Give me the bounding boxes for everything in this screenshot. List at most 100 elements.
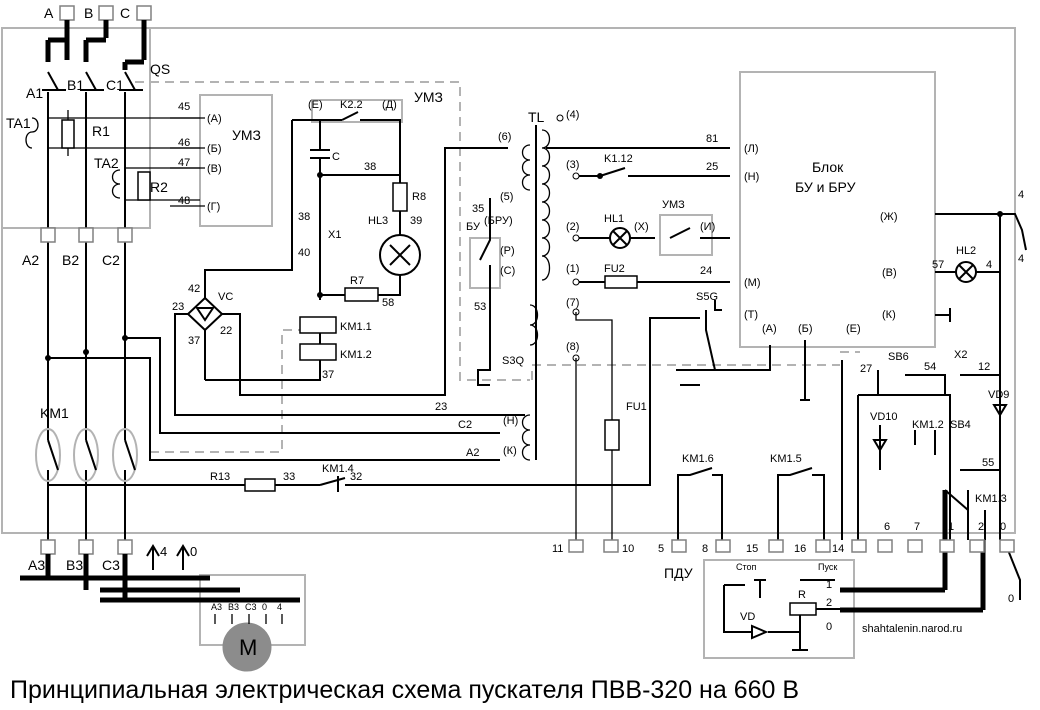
k112-label: K1.12	[604, 153, 633, 165]
arrow-4-icon	[146, 544, 160, 570]
c3-label: C3	[102, 557, 120, 573]
motor: M A3 B3 C3 0 4	[211, 602, 283, 672]
sb6-label: SB6	[888, 351, 909, 363]
umz-in-a: (А)	[207, 113, 222, 125]
tap-8: (8)	[566, 341, 579, 353]
w37-label: 37	[188, 335, 200, 347]
w32-label: 32	[350, 471, 362, 483]
tap-2: (2)	[566, 221, 579, 233]
motor-term-4: 4	[277, 602, 282, 612]
w53-label: 53	[474, 301, 486, 313]
umz-wire-46: 46	[178, 137, 190, 149]
km13-label: KM1.3	[975, 493, 1007, 505]
c2h-label: C2	[458, 419, 472, 431]
motor-term-c3: C3	[245, 602, 257, 612]
pdu-start-label: Пуск	[818, 562, 837, 572]
w39-label: 39	[410, 215, 422, 227]
term-16: 16	[794, 543, 806, 555]
phase-c-label: C	[120, 5, 130, 21]
l-label: (Л)	[744, 143, 759, 155]
pdu-label: ПДУ	[664, 565, 693, 581]
motor-icon	[222, 622, 272, 672]
pdu-n0-label: 0	[826, 621, 832, 633]
r7-label: R7	[350, 275, 364, 287]
term-7: 7	[914, 521, 920, 533]
km1-label: KM1	[40, 405, 69, 421]
umz-wire-47: 47	[178, 157, 190, 169]
current-transformers: TA1 R1 TA2 R2	[6, 110, 200, 201]
km15-label: KM1.5	[770, 453, 802, 465]
r8-label: R8	[412, 191, 426, 203]
n-label: (Н)	[744, 171, 759, 183]
out4-label: 4	[160, 544, 167, 559]
pdu-vd-label: VD	[740, 611, 755, 623]
c2-label: C2	[102, 252, 120, 268]
terminal-strip: 11 10 5 8 15 16 14 6 7 1 2 0	[552, 521, 1015, 555]
w37b-label: 37	[322, 369, 334, 381]
x-label: (X)	[634, 221, 649, 233]
out0-label: 0	[190, 544, 197, 559]
bu-switch-box	[469, 237, 501, 289]
k-label: (К)	[503, 445, 517, 457]
term-11: 11	[552, 543, 563, 555]
motor-label: M	[239, 635, 257, 660]
term-14: 14	[832, 543, 844, 555]
w38-label-b: 38	[364, 161, 376, 173]
e-label: (Е)	[846, 323, 861, 335]
w40-label: 40	[298, 247, 310, 259]
i-label: (И)	[700, 221, 715, 233]
terminals-3: A3 B3 C3 4 0	[20, 539, 300, 603]
w12-label: 12	[978, 361, 990, 373]
umz-wire-48: 48	[178, 195, 190, 207]
w4-right-label: 4	[1018, 253, 1024, 265]
arrow-0-icon	[176, 544, 190, 570]
umz-wire-45: 45	[178, 101, 190, 113]
r13-label: R13	[210, 471, 230, 483]
fu1-label: FU1	[626, 401, 647, 413]
km-contacts: KM1.6 KM1.5	[677, 360, 843, 540]
t-label: (Т)	[744, 309, 758, 321]
km1-contacts: KM1	[35, 405, 138, 482]
w35-label: 35	[472, 203, 484, 215]
bru-label: (БРУ)	[484, 215, 513, 227]
km16-label: KM1.6	[682, 453, 714, 465]
umz-top-circuit: (Е) (Д) K2.2 УМЗ C 38 38 X1 40 R8 39 HL3…	[172, 89, 525, 416]
tap-6: (6)	[498, 131, 511, 143]
vc-label: VC	[218, 291, 233, 303]
hl3-label: HL3	[368, 215, 388, 227]
terminals-2: A2 B2 C2	[22, 227, 133, 268]
phase-a-label: A	[44, 5, 54, 21]
term-2: 2	[978, 521, 984, 533]
umz-in-v: (В)	[207, 163, 222, 175]
w24-label: 24	[700, 265, 712, 277]
pdu-r-label: R	[798, 589, 806, 601]
term-10: 10	[622, 543, 634, 555]
block-name-1: Блок	[812, 159, 844, 175]
s3q-label: S3Q	[502, 355, 524, 367]
km12-label: KM1.2	[340, 349, 372, 361]
p-label: (Р)	[500, 245, 515, 257]
term-5: 5	[658, 543, 664, 555]
motor-term-0: 0	[262, 602, 267, 612]
b3-label: B3	[66, 557, 83, 573]
sb4-label: SB4	[950, 419, 971, 431]
umz-contact-box	[659, 214, 713, 256]
w4-label: 4	[986, 259, 992, 271]
w23-label-vc: 23	[172, 301, 184, 313]
k22-contact	[341, 111, 359, 121]
w22-label: 22	[220, 325, 232, 337]
vd10-label: VD10	[870, 411, 898, 423]
tl-label: TL	[528, 109, 545, 125]
tap-3: (3)	[566, 159, 579, 171]
phase-b-label: B	[84, 5, 93, 21]
x1-label: X1	[328, 229, 341, 241]
w23-bottom-label: 23	[435, 401, 447, 413]
x2-label: X2	[954, 349, 967, 361]
pdu-n1-label: 1	[826, 579, 832, 591]
page-title: Принципиальная электрическая схема пуска…	[10, 676, 799, 704]
w0-right-label: 0	[1008, 593, 1014, 605]
enclosure-outer	[1, 27, 1016, 534]
bottom-wires: 23 C2 (Н) A2 (К) R13 33 KM1.4 32	[48, 317, 700, 492]
term-8: 8	[702, 543, 708, 555]
